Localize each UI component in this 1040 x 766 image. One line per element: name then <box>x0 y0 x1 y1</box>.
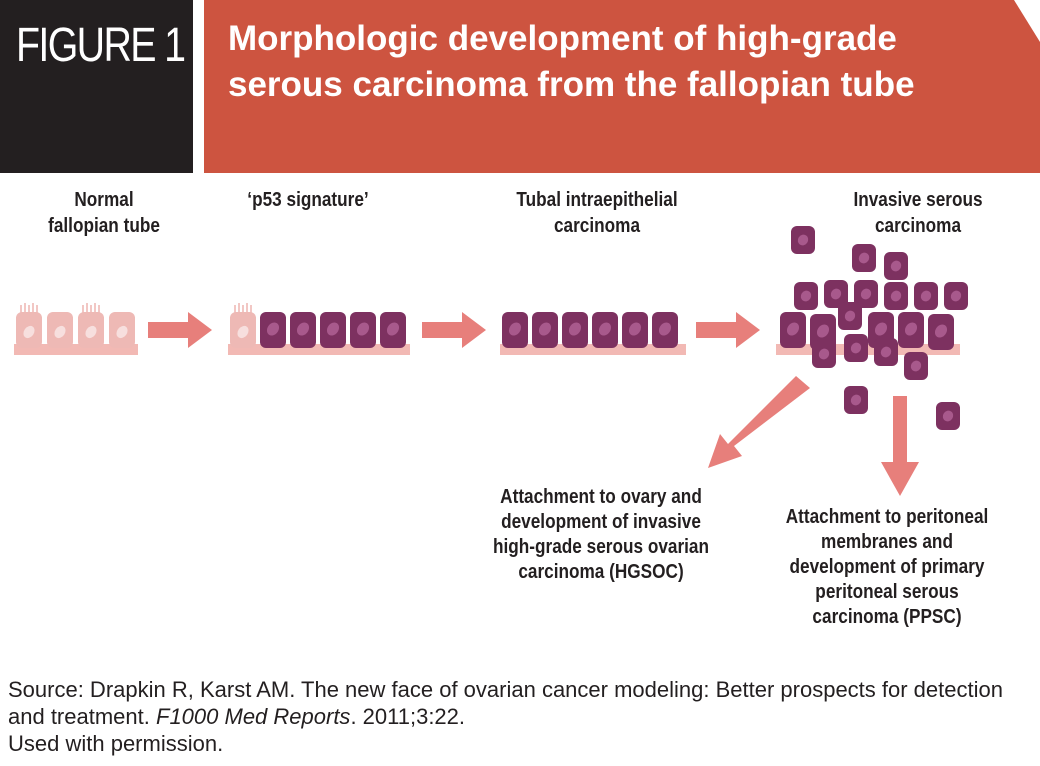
stage-label-p53: ‘p53 signature’ <box>231 187 386 213</box>
stage-label-normal-line1: Normal <box>74 189 134 211</box>
title-band: Morphologic development of high-grade se… <box>204 0 1040 173</box>
normal-epithelium <box>14 302 138 355</box>
stage-label-tic: Tubal intraepithelial carcinoma <box>505 187 689 239</box>
figure-title: Morphologic development of high-grade se… <box>228 19 915 104</box>
outcome-hgsoc-line2: development of invasive <box>501 511 701 533</box>
arrow-1 <box>148 312 212 348</box>
source-suffix: . 2011;3:22. <box>350 704 466 729</box>
outcome-ppsc-line5: carcinoma (PPSC) <box>812 606 962 628</box>
figure-label-box: FIGURE 1 <box>0 0 193 173</box>
invasive-carcinoma <box>776 226 968 430</box>
outcome-hgsoc: Attachment to ovary and development of i… <box>485 485 717 585</box>
stage-label-normal: Normal fallopian tube <box>35 187 173 239</box>
outcome-ppsc-line4: peritoneal serous <box>815 581 959 603</box>
source-journal: F1000 Med Reports <box>156 704 351 729</box>
outcome-hgsoc-line4: carcinoma (HGSOC) <box>518 561 684 583</box>
stage-label-invasive: Invasive serous carcinoma <box>844 187 992 239</box>
outcome-ppsc-line1: Attachment to peritoneal <box>785 506 989 528</box>
outcome-ppsc: Attachment to peritoneal membranes and d… <box>771 505 1003 630</box>
stage-label-p53-line1: ‘p53 signature’ <box>247 189 369 211</box>
stage-label-tic-line2: carcinoma <box>553 215 641 237</box>
arrow-to-peritoneum <box>881 396 919 496</box>
stage-label-normal-line2: fallopian tube <box>48 215 160 237</box>
arrow-2 <box>422 312 486 348</box>
stage-label-invasive-line1: Invasive serous <box>853 189 983 211</box>
outcome-ppsc-line3: development of primary <box>789 556 985 578</box>
tic-epithelium <box>500 312 686 355</box>
outcome-hgsoc-line3: high-grade serous ovarian <box>492 536 709 558</box>
arrow-3 <box>696 312 760 348</box>
outcome-hgsoc-line1: Attachment to ovary and <box>500 486 702 508</box>
source-citation: Source: Drapkin R, Karst AM. The new fac… <box>8 676 1028 757</box>
source-prefix: Source: Drapkin R, Karst AM. The new fac… <box>8 677 1003 729</box>
stage-label-tic-line1: Tubal intraepithelial <box>516 189 678 211</box>
source-permission: Used with permission. <box>8 731 224 756</box>
stage-label-invasive-line2: carcinoma <box>874 215 962 237</box>
p53-epithelium <box>228 302 410 355</box>
arrow-to-ovary <box>708 376 810 468</box>
figure-label: FIGURE 1 <box>16 19 186 72</box>
outcome-ppsc-line2: membranes and <box>821 531 953 553</box>
